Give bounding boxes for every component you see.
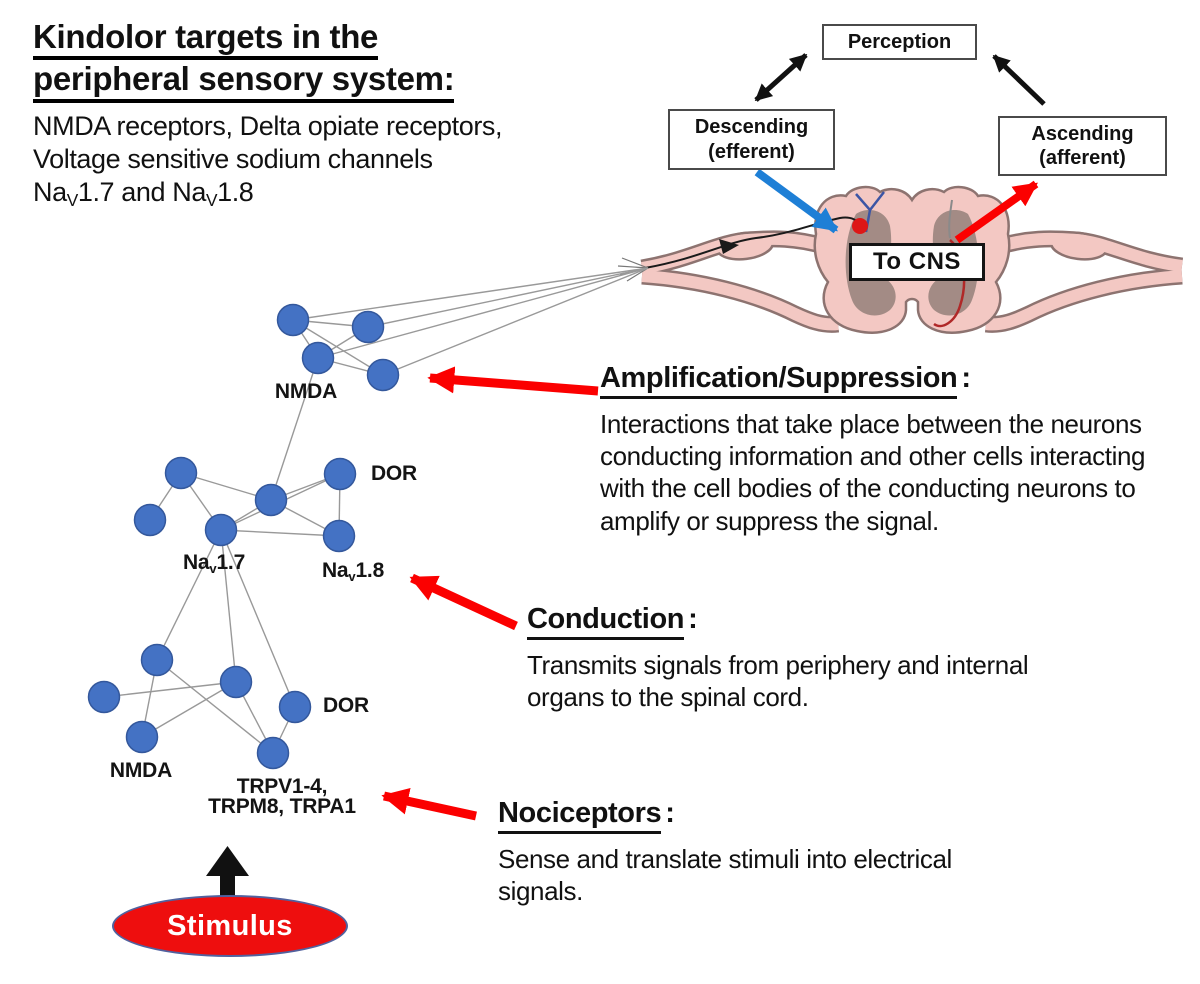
conduction-colon: : — [688, 603, 698, 635]
red-arrow-nociceptors — [381, 787, 477, 821]
network-edge — [317, 267, 649, 359]
receptor-node — [164, 456, 198, 490]
conduction-body: Transmits signals from periphery and int… — [527, 650, 1029, 713]
receptor-node — [125, 720, 159, 754]
amplification-heading: Amplification/Suppression — [600, 362, 958, 399]
label-nmda-top: NMDA — [274, 380, 338, 403]
receptor-node — [254, 483, 288, 517]
network-edge — [382, 267, 649, 376]
network-edge — [220, 529, 340, 537]
ascending-label-line1: Ascending — [1031, 122, 1134, 145]
receptor-node — [323, 457, 357, 491]
title-block: Kindolor targets in the peripheral senso… — [33, 18, 503, 210]
receptor-node — [87, 680, 121, 714]
stimulus-label: Stimulus — [167, 909, 293, 942]
receptor-node — [366, 358, 400, 392]
network-edge — [292, 267, 649, 321]
network-edge — [220, 529, 237, 683]
ascending-box: Ascending (afferent) — [998, 116, 1167, 176]
descending-label-line1: Descending — [694, 116, 809, 139]
amplification-body: Interactions that take place between the… — [600, 409, 1146, 536]
red-arrow-conduction — [409, 573, 518, 631]
afferent-fiber-line — [644, 216, 861, 269]
receptor-node — [256, 736, 290, 770]
to-cns-label: To CNS — [873, 248, 961, 276]
label-nmda-low: NMDA — [109, 759, 173, 782]
network-nodes — [87, 303, 400, 770]
title-subline1: NMDA receptors, Delta opiate receptors, — [33, 110, 503, 141]
network-edge — [103, 681, 237, 698]
peripheral-nerve-left — [640, 230, 840, 333]
perception-box: Perception — [822, 24, 977, 60]
red-arrow-amplification — [427, 366, 599, 396]
receptor-node — [301, 341, 335, 375]
annotation-amplification: Amplification/Suppression: Interactions … — [600, 362, 1156, 537]
nociceptors-body: Sense and translate stimuli into electri… — [498, 844, 952, 907]
label-dor-mid: DOR — [370, 462, 418, 485]
label-trp-line2: TRPM8, TRPA1 — [208, 795, 356, 818]
title-subline3: NaV1.7 and NaV1.8 — [33, 176, 254, 210]
conduction-heading: Conduction — [527, 603, 684, 640]
blue-arrow-descending-to-cord — [754, 168, 839, 234]
receptor-node — [351, 310, 385, 344]
network-edge — [220, 529, 296, 708]
title-line1: Kindolor targets in the — [33, 18, 378, 61]
network-edge — [270, 357, 319, 501]
ascending-label-line2: (afferent) — [1039, 147, 1126, 169]
title-line2: peripheral sensory system: — [33, 60, 455, 103]
to-cns-box: To CNS — [849, 243, 985, 281]
nociceptors-colon: : — [665, 797, 675, 829]
network-edge — [156, 529, 222, 661]
receptor-node — [204, 513, 238, 547]
title-subline2: Voltage sensitive sodium channels — [33, 143, 433, 174]
spinal-cord-illustration — [640, 185, 1184, 334]
annotation-conduction: Conduction: Transmits signals from perip… — [527, 603, 1072, 713]
network-edge — [156, 659, 274, 754]
receptor-node — [140, 643, 174, 677]
network-edge — [367, 267, 649, 328]
receptor-node — [322, 519, 356, 553]
label-trp-channels: TRPV1-4, TRPM8, TRPA1 — [208, 775, 356, 818]
label-nav18: Nav1.8 — [321, 559, 385, 584]
red-arrow-cord-to-ascending — [954, 180, 1039, 244]
peripheral-nerve-right — [984, 230, 1184, 333]
stimulus-arrow — [206, 846, 249, 898]
receptor-node — [276, 303, 310, 337]
label-trp-line1: TRPV1-4, — [236, 775, 328, 798]
amplification-colon: : — [961, 362, 972, 394]
label-nav17: Nav1.7 — [182, 551, 246, 576]
black-arrow-perception-descending — [754, 53, 808, 102]
receptor-node — [133, 503, 167, 537]
receptor-node — [278, 690, 312, 724]
label-dor-low: DOR — [322, 694, 370, 717]
nociceptors-heading: Nociceptors — [498, 797, 662, 834]
network-edge — [141, 681, 237, 738]
ascending-fiber-gray — [948, 199, 953, 239]
receptor-node — [219, 665, 253, 699]
descending-box: Descending (efferent) — [668, 109, 835, 170]
descending-label-line2: (efferent) — [708, 140, 795, 163]
synapse-dot — [852, 218, 868, 234]
fiber-direction-arrowhead — [719, 239, 739, 254]
black-arrow-ascending-perception — [992, 54, 1046, 106]
perception-label: Perception — [847, 30, 952, 53]
network-edge — [292, 319, 384, 376]
annotation-nociceptors: Nociceptors: Sense and translate stimuli… — [498, 797, 968, 907]
stimulus-ellipse: Stimulus — [112, 895, 348, 957]
